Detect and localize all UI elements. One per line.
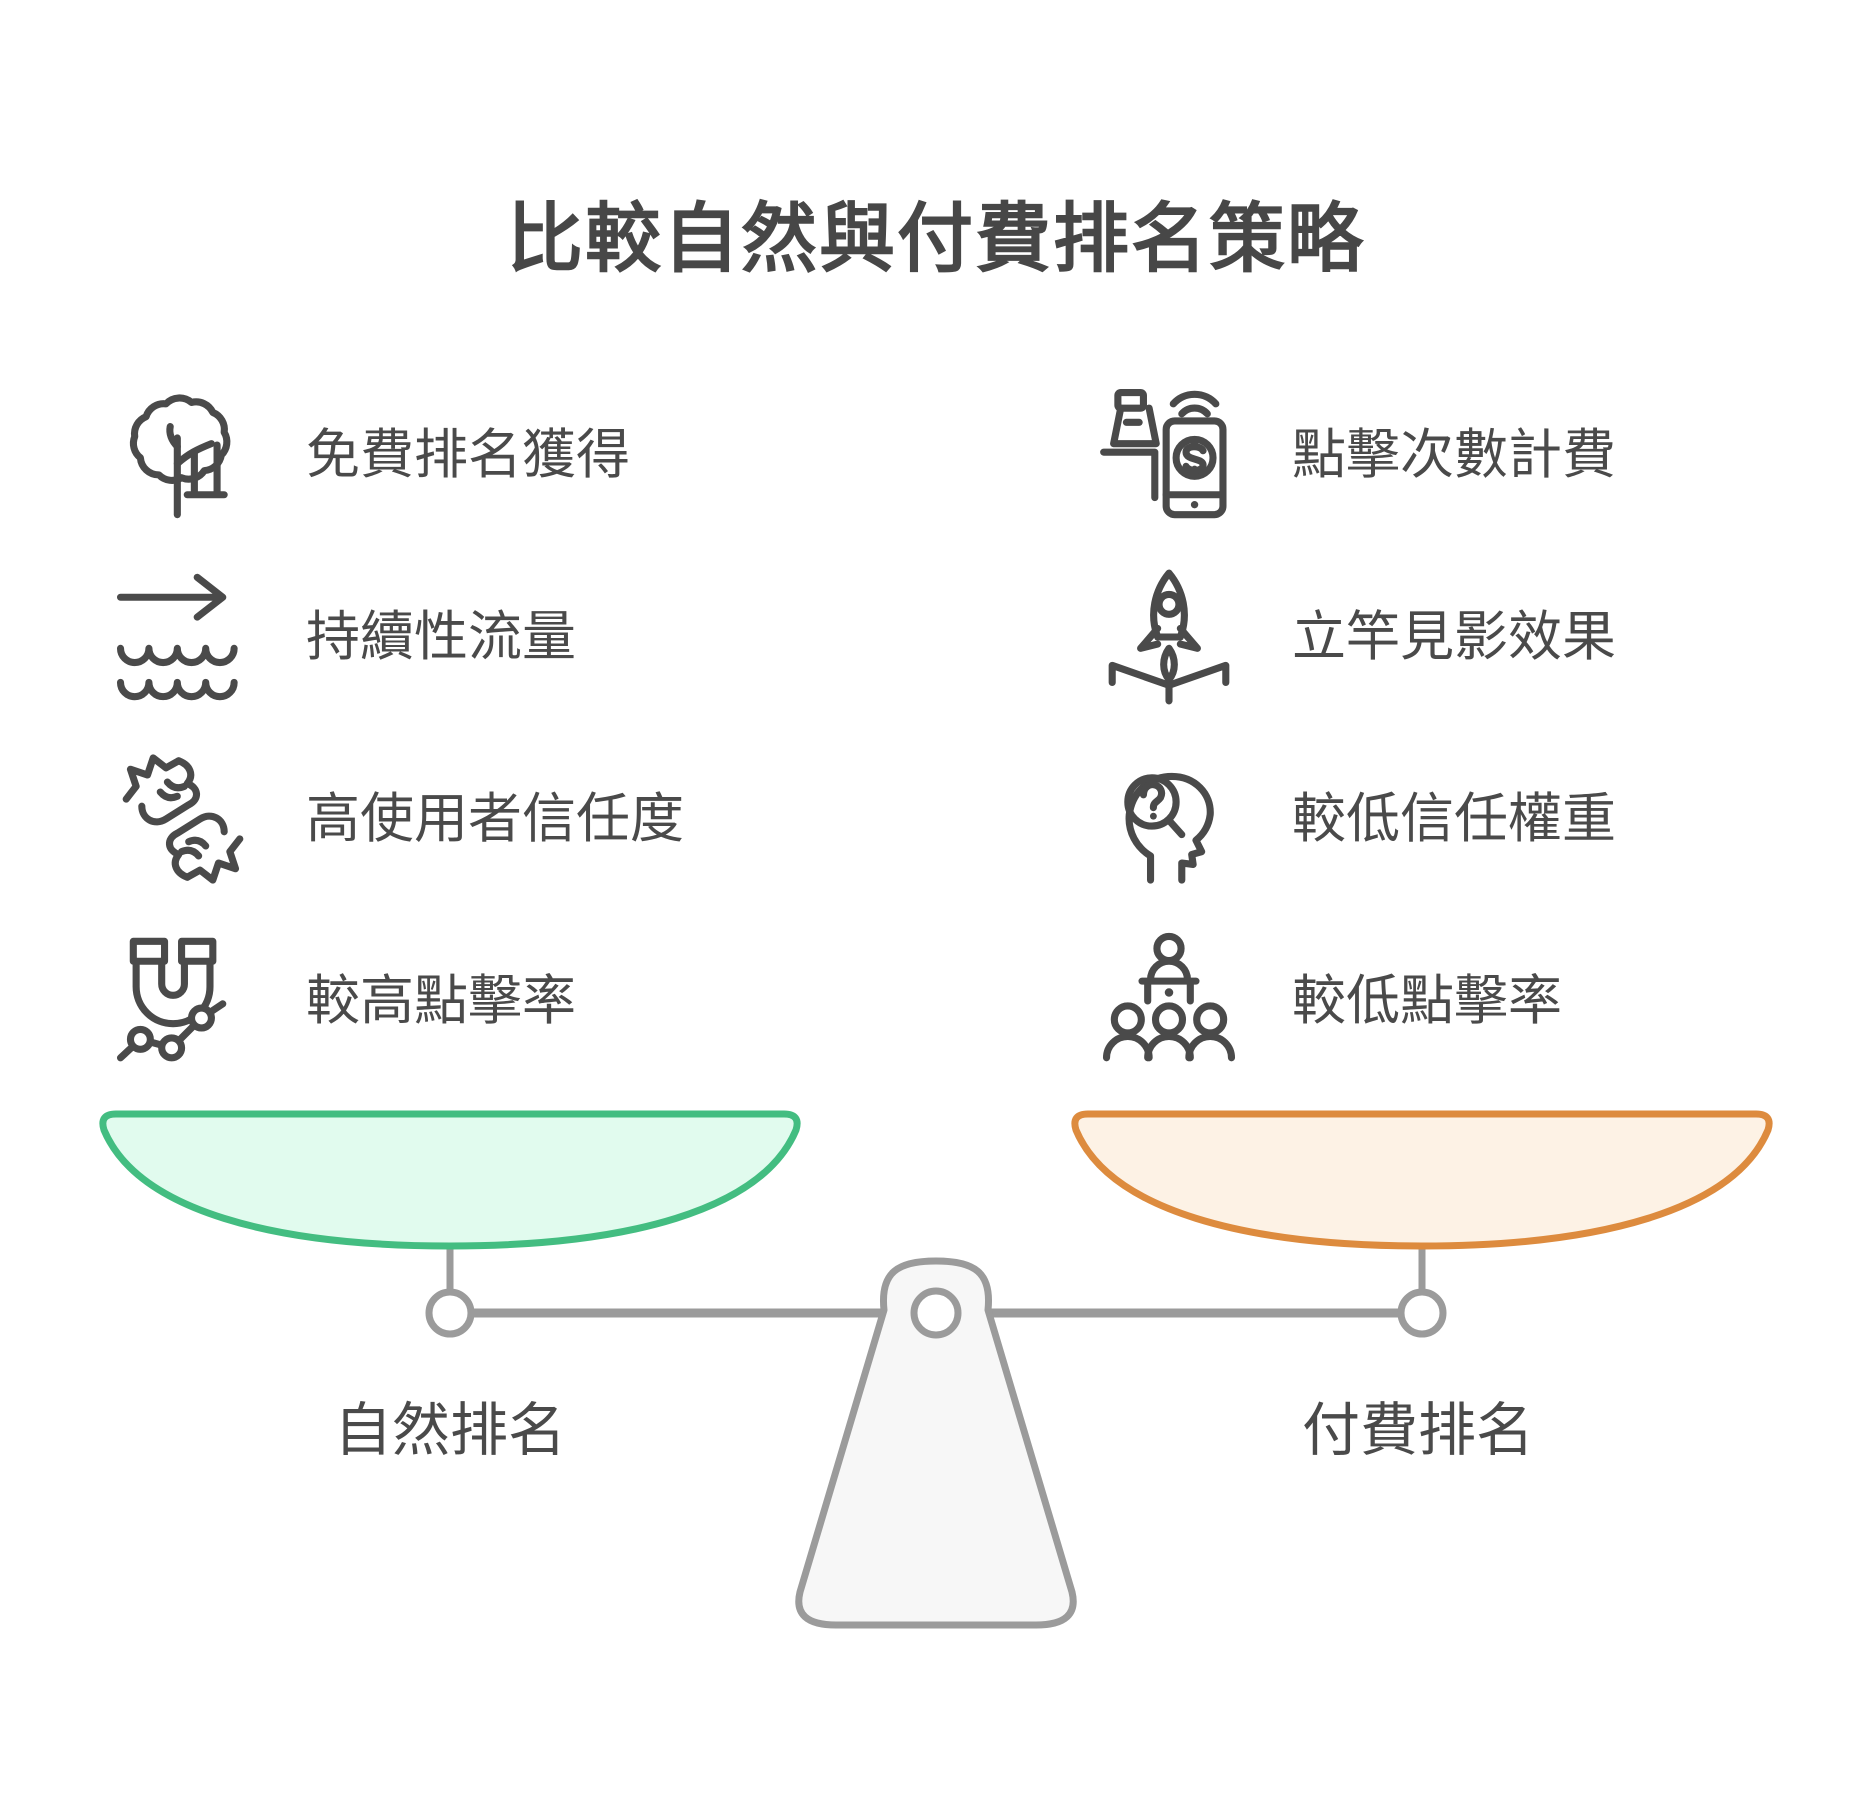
tree-icon xyxy=(112,384,254,526)
feature-item: 較低信任權重 xyxy=(1098,728,1616,910)
mobile-payment-icon xyxy=(1098,384,1240,526)
magnet-chart-icon xyxy=(112,930,254,1072)
feature-label: 持續性流量 xyxy=(306,607,576,667)
audience-icon xyxy=(1098,930,1240,1072)
feature-item: 較低點擊率 xyxy=(1098,910,1616,1092)
page-title: 比較自然與付費排名策略 xyxy=(507,196,1365,282)
feature-item: 立竿見影效果 xyxy=(1098,546,1616,728)
feature-item: 點擊次數計費 xyxy=(1098,364,1616,546)
feature-label: 高使用者信任度 xyxy=(306,789,684,849)
right-pivot-joint xyxy=(1397,1288,1447,1338)
rocket-launch-icon xyxy=(1098,566,1240,708)
feature-label: 較低點擊率 xyxy=(1292,971,1562,1031)
hands-trust-icon xyxy=(112,748,254,890)
feature-label: 較高點擊率 xyxy=(306,971,576,1031)
feature-label: 點擊次數計費 xyxy=(1292,425,1616,485)
paid-pan xyxy=(1071,1110,1773,1250)
feature-item: 持續性流量 xyxy=(112,546,684,728)
feature-item: 高使用者信任度 xyxy=(112,728,684,910)
organic-pan-label: 自然排名 xyxy=(333,1398,567,1463)
feature-label: 較低信任權重 xyxy=(1292,789,1616,849)
left-pivot-joint xyxy=(425,1288,475,1338)
flow-arrow-icon xyxy=(112,566,254,708)
feature-label: 免費排名獲得 xyxy=(306,425,630,485)
head-question-icon xyxy=(1098,748,1240,890)
organic-pan xyxy=(99,1110,801,1250)
feature-item: 免費排名獲得 xyxy=(112,364,684,546)
organic-feature-list: 免費排名獲得 持續性流量 xyxy=(112,364,684,1092)
feature-item: 較高點擊率 xyxy=(112,910,684,1092)
paid-feature-list: 點擊次數計費 立竿見影效果 xyxy=(1098,364,1616,1092)
fulcrum-pivot-hole xyxy=(910,1287,962,1339)
feature-label: 立竿見影效果 xyxy=(1292,607,1616,667)
fulcrum xyxy=(795,1257,1077,1629)
paid-pan-label: 付費排名 xyxy=(1301,1398,1535,1463)
